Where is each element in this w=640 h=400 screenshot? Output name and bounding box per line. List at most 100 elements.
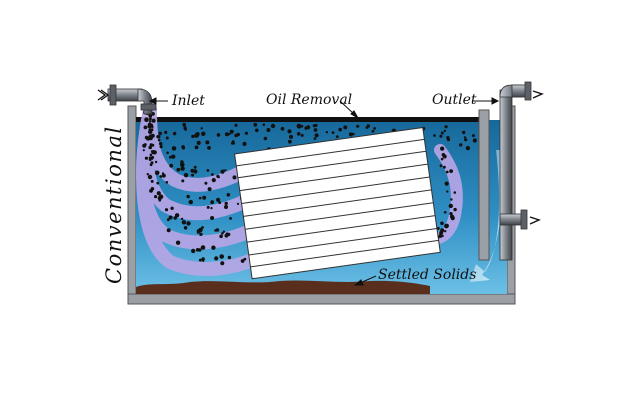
oil-droplet bbox=[211, 245, 216, 250]
oil-droplet bbox=[449, 169, 453, 174]
oil-droplet bbox=[164, 130, 168, 134]
oil-droplet bbox=[202, 196, 206, 200]
oil-droplet bbox=[442, 154, 447, 159]
oil-droplet bbox=[198, 258, 202, 262]
oil-droplet bbox=[448, 203, 453, 209]
oil-droplet bbox=[151, 150, 156, 155]
oil-droplet bbox=[240, 259, 245, 263]
oil-droplet bbox=[253, 122, 258, 127]
oil-droplet bbox=[325, 131, 329, 134]
oil-droplet bbox=[158, 194, 164, 199]
oil-droplet bbox=[287, 129, 292, 134]
oil-droplet bbox=[148, 145, 152, 150]
oil-droplet bbox=[158, 131, 162, 136]
oil-droplet bbox=[439, 134, 443, 138]
oil-droplet bbox=[262, 123, 266, 126]
oil-droplet bbox=[154, 160, 158, 164]
oil-droplet bbox=[439, 233, 442, 236]
oil-droplet bbox=[180, 217, 184, 221]
oil-droplet bbox=[205, 140, 210, 145]
oil-droplet bbox=[331, 131, 335, 135]
oil-droplet bbox=[181, 179, 185, 183]
oil-droplet bbox=[143, 125, 148, 130]
oil-droplet bbox=[154, 195, 158, 199]
oil-droplet bbox=[173, 216, 177, 220]
oil-droplet bbox=[181, 220, 187, 225]
oil-droplet bbox=[443, 211, 447, 214]
side-title: Conventional bbox=[102, 125, 126, 284]
oil-droplet bbox=[224, 169, 227, 172]
oil-droplet bbox=[280, 126, 285, 131]
oil-droplet bbox=[219, 254, 224, 259]
oil-droplet bbox=[371, 129, 375, 133]
oil-droplet bbox=[150, 179, 154, 183]
oil-droplet bbox=[191, 173, 194, 177]
oil-droplet bbox=[231, 141, 234, 145]
oil-droplet bbox=[158, 199, 162, 202]
oil-droplet bbox=[440, 157, 444, 161]
oil-droplet bbox=[207, 187, 212, 192]
oil-droplet bbox=[201, 257, 205, 261]
oil-droplet bbox=[175, 240, 181, 245]
oil-droplet bbox=[168, 215, 173, 220]
oil-droplet bbox=[433, 134, 436, 137]
oil-droplet bbox=[313, 137, 317, 140]
oil-droplet bbox=[215, 228, 220, 232]
oil-droplet bbox=[201, 131, 206, 136]
oil-droplet bbox=[450, 198, 453, 201]
oil-droplet bbox=[149, 153, 153, 157]
oil-droplet bbox=[244, 131, 248, 135]
oil-droplet bbox=[444, 125, 448, 129]
oil-removal-label: Oil Removal bbox=[266, 92, 352, 108]
oil-droplet bbox=[222, 230, 226, 233]
oil-droplet bbox=[210, 200, 215, 205]
oil-layer bbox=[136, 117, 481, 122]
oil-droplet bbox=[263, 136, 268, 141]
oil-droplet bbox=[236, 202, 240, 205]
oil-droplet bbox=[142, 143, 147, 148]
oil-droplet bbox=[464, 138, 468, 142]
oil-droplet bbox=[164, 208, 169, 212]
oil-droplet bbox=[453, 207, 457, 212]
oil-droplet bbox=[439, 235, 443, 238]
oil-droplet bbox=[463, 136, 467, 139]
oil-droplet bbox=[188, 199, 193, 205]
oil-droplet bbox=[154, 170, 160, 176]
oil-droplet bbox=[169, 155, 172, 159]
oil-droplet bbox=[150, 161, 154, 165]
oil-droplet bbox=[221, 232, 224, 235]
plate-pack-icon bbox=[234, 126, 441, 280]
oil-droplet bbox=[144, 156, 148, 160]
oil-droplet bbox=[471, 134, 475, 138]
oil-droplet bbox=[144, 117, 149, 122]
oil-droplet bbox=[226, 193, 231, 197]
oil-droplet bbox=[219, 234, 223, 239]
oil-droplet bbox=[352, 132, 355, 136]
oil-droplet bbox=[159, 175, 163, 178]
oil-droplet bbox=[159, 142, 163, 146]
oil-droplet bbox=[195, 132, 200, 137]
oil-droplet bbox=[444, 230, 447, 233]
oil-droplet bbox=[166, 151, 169, 155]
oil-droplet bbox=[304, 126, 308, 130]
oil-droplet bbox=[200, 245, 206, 250]
oil-droplet bbox=[217, 176, 220, 179]
oil-droplet bbox=[186, 221, 191, 226]
oil-droplet bbox=[296, 123, 302, 129]
oil-droplet bbox=[200, 127, 203, 130]
oil-droplet bbox=[147, 174, 153, 180]
oil-droplet bbox=[313, 128, 318, 132]
oil-droplet bbox=[270, 123, 276, 129]
oil-droplet bbox=[465, 146, 470, 151]
oil-droplet bbox=[216, 133, 221, 137]
oil-droplet bbox=[171, 154, 176, 159]
oil-droplet bbox=[211, 173, 214, 176]
oil-droplet bbox=[176, 167, 181, 172]
oil-droplet bbox=[193, 165, 197, 169]
oil-droplet bbox=[157, 138, 161, 142]
oil-droplet bbox=[198, 196, 202, 200]
oil-droplet bbox=[191, 248, 196, 254]
oil-droplet bbox=[201, 226, 204, 229]
oil-droplet bbox=[312, 124, 316, 128]
